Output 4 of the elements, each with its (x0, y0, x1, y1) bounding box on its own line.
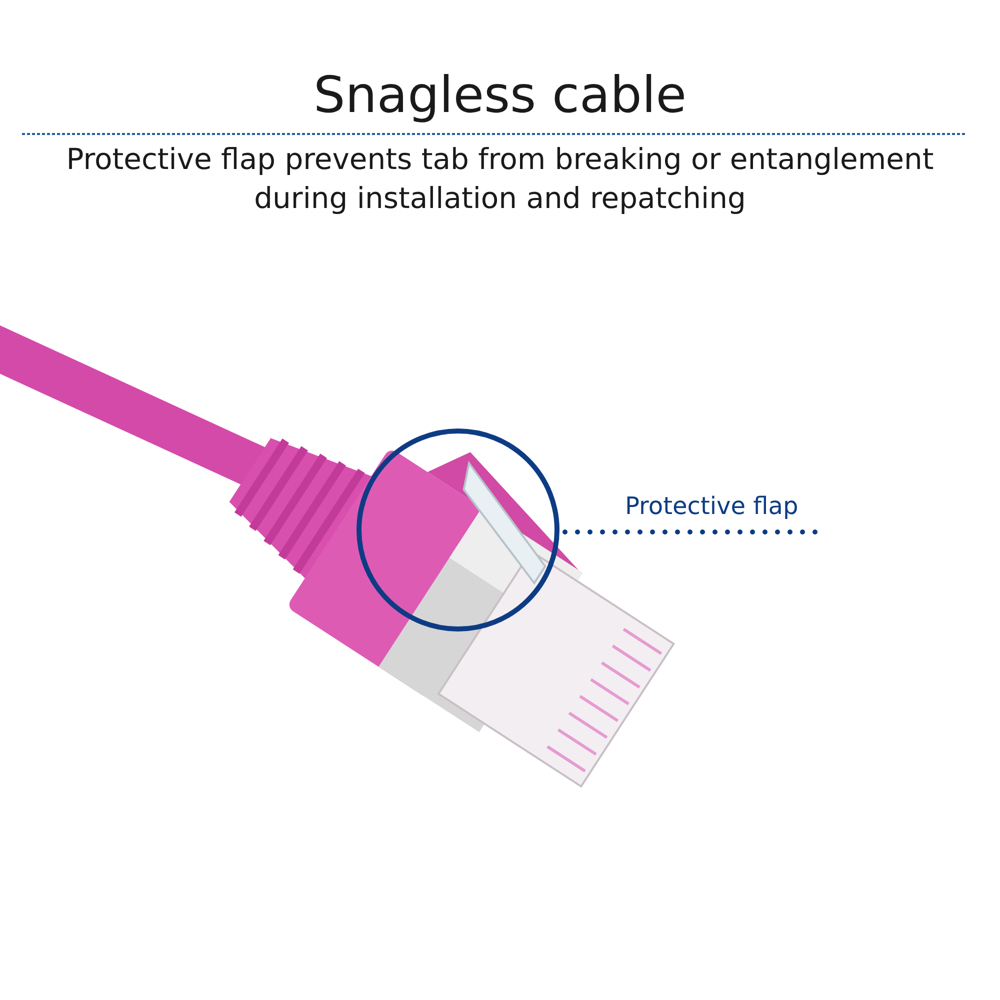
callout-label: Protective flap (625, 488, 815, 524)
leader-line (562, 530, 818, 534)
title: Snagless cable (312, 66, 688, 124)
subtitle-text: Protective flap prevents tab from breaking or entanglement during installation and repatching (65, 141, 935, 217)
